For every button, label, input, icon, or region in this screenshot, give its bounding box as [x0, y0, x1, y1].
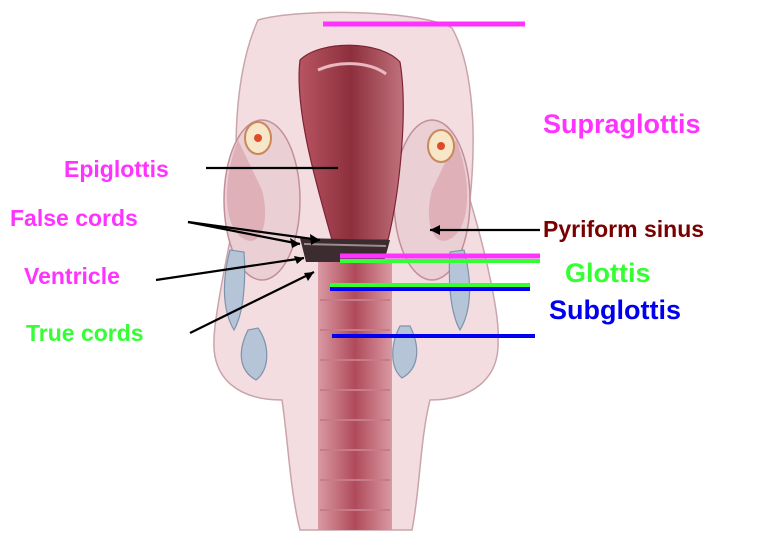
label-false-cords: False cords: [10, 207, 138, 230]
label-subglottis: Subglottis: [549, 297, 681, 324]
label-pyriform-sinus: Pyriform sinus: [543, 218, 704, 241]
label-ventricle: Ventricle: [24, 265, 120, 288]
label-true-cords: True cords: [26, 322, 144, 345]
trachea: [318, 262, 392, 530]
label-glottis: Glottis: [565, 260, 651, 287]
label-supraglottis: Supraglottis: [543, 111, 701, 138]
label-epiglottis: Epiglottis: [64, 158, 169, 181]
